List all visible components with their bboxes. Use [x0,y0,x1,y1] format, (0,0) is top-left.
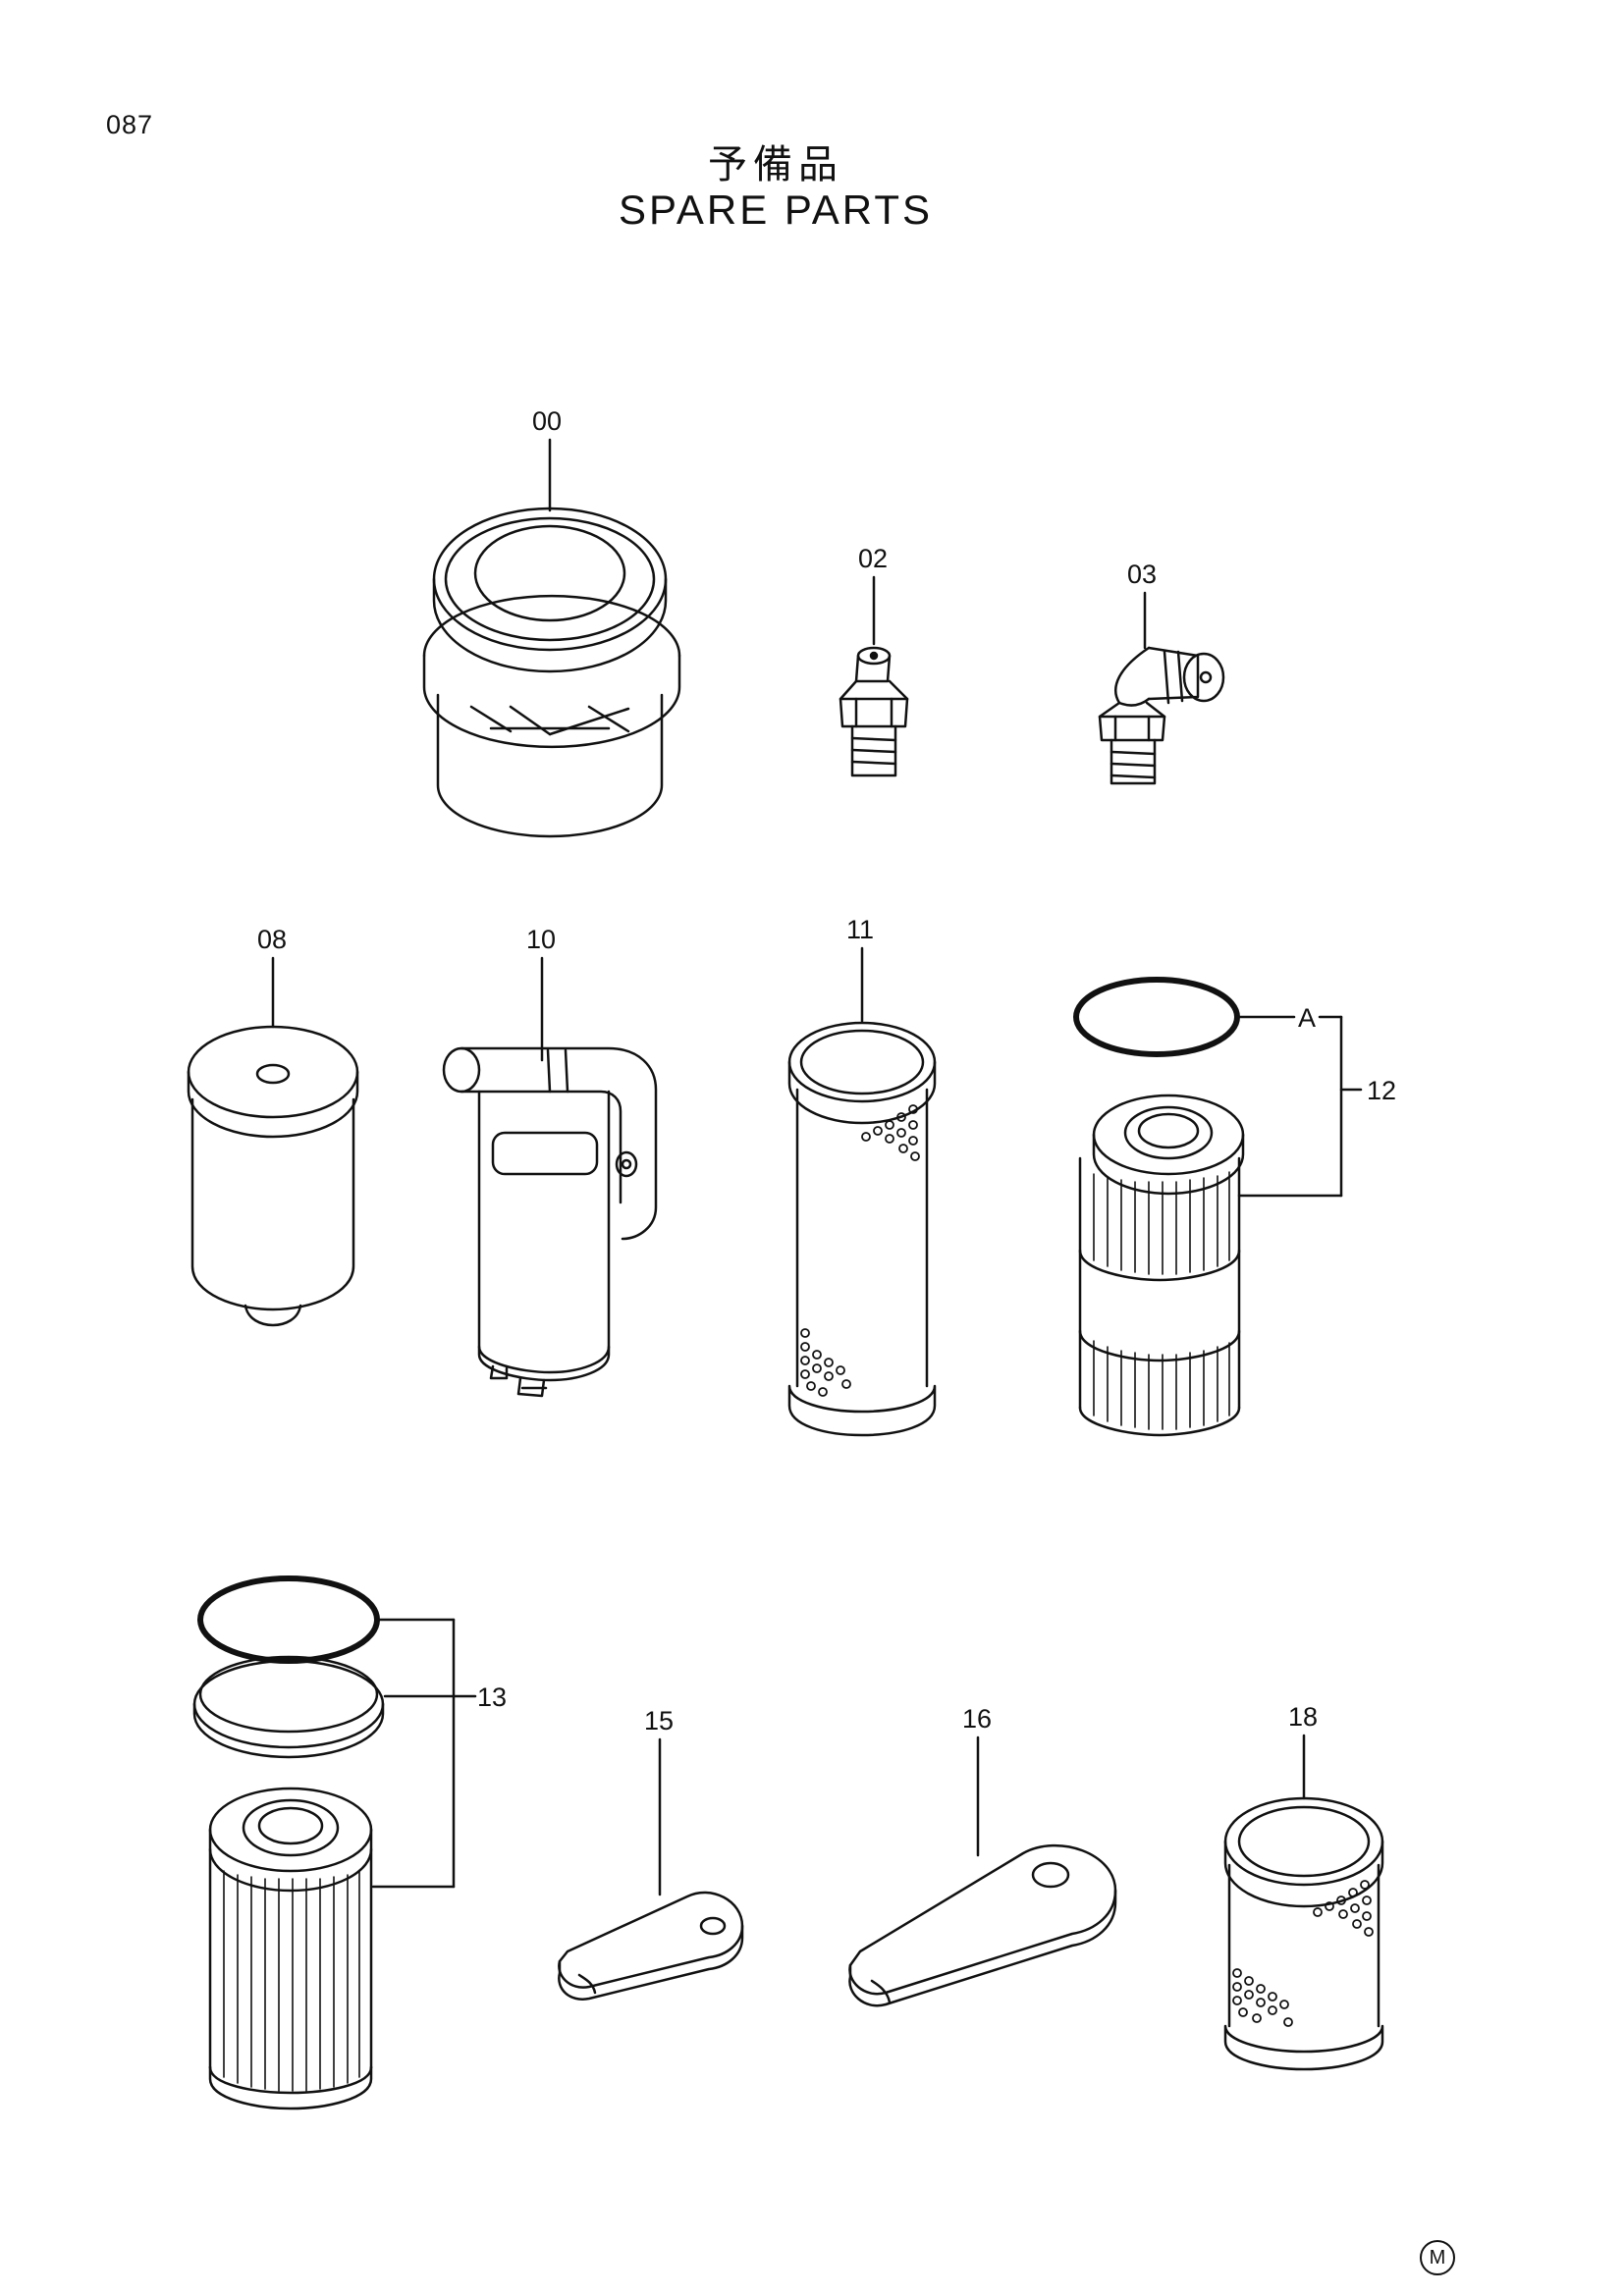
part-15-label: 15 [644,1706,674,1735]
part-13-drawing: 13 [192,1575,507,2110]
part-11-drawing: 11 [787,915,937,1437]
part-08-label: 08 [257,925,287,954]
part-16-label: 16 [962,1704,992,1734]
part-10-drawing: 10 [442,925,658,1398]
page-number: 087 [106,110,154,139]
part-03-label: 03 [1127,560,1157,589]
page-title-japanese: 予備品 [708,142,843,187]
part-18-drawing: 18 [1223,1702,1384,2071]
part-12-drawing: A 12 [1073,977,1396,1437]
part-16-drawing: 16 [848,1704,1117,2007]
part-11-label: 11 [846,915,874,944]
part-08-drawing: 08 [187,925,359,1327]
part-18-label: 18 [1288,1702,1318,1732]
part-02-drawing: 02 [839,544,909,777]
part-03-drawing: 03 [1098,560,1225,785]
page-title-english: SPARE PARTS [618,187,934,233]
part-00-label: 00 [532,406,562,436]
part-00-drawing: 00 [422,406,681,838]
part-13-label: 13 [477,1682,507,1712]
part-10-label: 10 [526,925,556,954]
manufacturer-mark: M [1420,2240,1455,2275]
callout-a-label: A [1298,1003,1316,1033]
part-12-label: 12 [1367,1076,1396,1105]
part-15-drawing: 15 [558,1706,744,2001]
part-02-label: 02 [858,544,888,573]
